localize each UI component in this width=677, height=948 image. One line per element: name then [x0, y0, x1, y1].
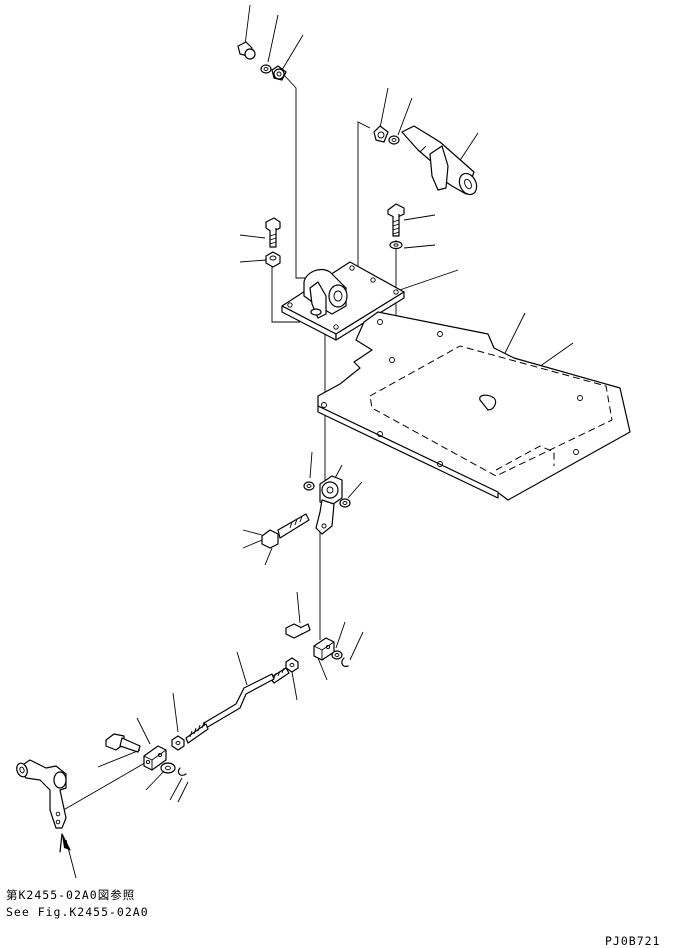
bellcrank-mid	[303, 475, 351, 535]
reference-arrow	[59, 833, 77, 879]
plate-bolt-right	[387, 203, 405, 237]
nut-part-top-1	[260, 64, 272, 74]
lower-bolt-1	[285, 623, 311, 639]
control-lever-upper	[401, 125, 478, 196]
plate-washer-right	[389, 240, 403, 250]
lower-washer-1	[331, 650, 343, 660]
reference-note-japanese: 第K2455-02A0図参照	[6, 888, 135, 902]
spacer-part-right	[373, 125, 389, 143]
lower-pin-1	[341, 657, 349, 667]
reference-note-english: See Fig.K2455-02A0	[6, 905, 149, 919]
upper-fittings	[237, 41, 400, 145]
spacer-part-top	[271, 65, 287, 81]
control-rod	[185, 667, 290, 744]
bracket-nut-left	[265, 251, 281, 268]
lower-clevis-1	[313, 637, 335, 661]
lower-washer-2	[160, 762, 176, 774]
bracket-bolt-left	[265, 217, 281, 248]
lower-bolt-2	[105, 733, 141, 753]
side-bolt	[261, 513, 310, 549]
lower-pin-2	[177, 767, 187, 776]
nut-part-right	[388, 135, 400, 145]
lower-arm	[16, 759, 67, 829]
floor-cover-plate	[317, 311, 631, 501]
drawing-code: PJ0B721	[605, 934, 660, 948]
lower-clevis-2	[143, 745, 167, 771]
bracket-mount	[281, 261, 405, 341]
lower-nut-2	[171, 735, 185, 751]
ball-joint-part	[237, 41, 256, 60]
assembly-lines	[59, 74, 397, 813]
